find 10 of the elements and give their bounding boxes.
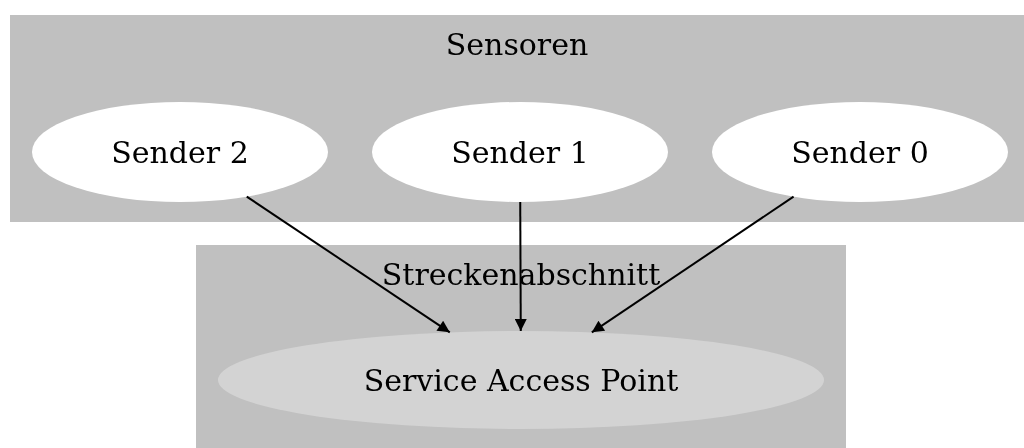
cluster-background: [196, 245, 846, 448]
node-label: Sender 0: [791, 134, 929, 170]
arrow: [590, 195, 795, 334]
node-label: Service Access Point: [363, 362, 679, 398]
arrow: [245, 195, 451, 334]
cluster-background: [10, 15, 1024, 222]
node-label: Sender 1: [451, 134, 589, 170]
arrow: [514, 201, 527, 332]
cluster-title: Sensoren: [445, 27, 589, 63]
node-label: Sender 2: [111, 134, 249, 170]
